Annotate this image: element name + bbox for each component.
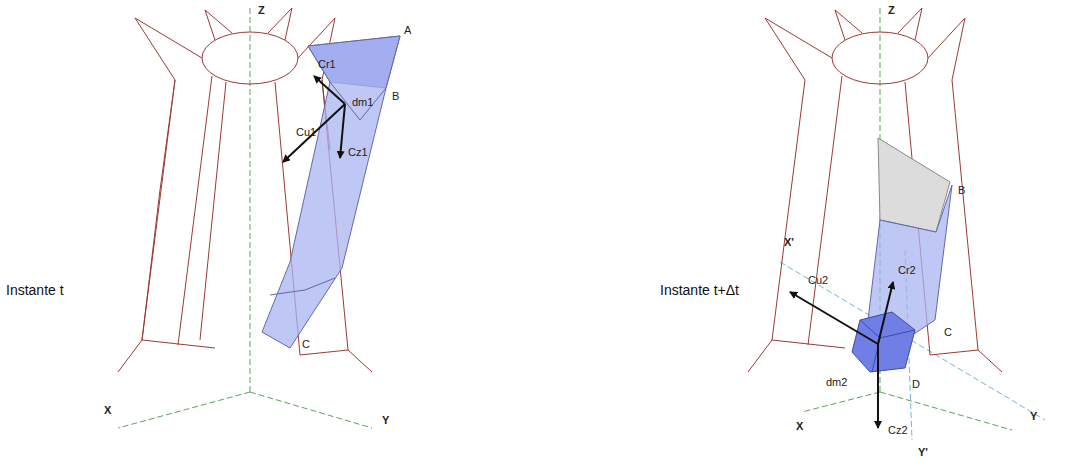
axis-or-point-label: Cz1 [348,146,368,159]
axis-or-point-label: B [958,184,965,197]
axis-or-point-label: X' [784,236,794,249]
axis-or-point-label: Z [888,4,895,17]
axis-or-point-label: Y' [918,446,928,459]
axis-or-point-label: Cz2 [888,424,908,437]
axis-or-point-label: X [104,404,111,417]
axis-or-point-label: Cu2 [808,274,828,287]
time-caption: Instante t+Δt [660,282,739,299]
axis-or-point-label: Cu1 [296,126,316,139]
axis-or-point-label: C [944,326,952,339]
axis-or-point-label: dm2 [826,376,847,389]
time-caption: Instante t [6,282,64,299]
axis-or-point-label: dm1 [352,96,373,109]
axis-or-point-label: X [796,420,803,433]
axis-or-point-label: D [912,378,920,391]
axis-or-point-label: Y [1030,410,1037,423]
axis-or-point-label: Y [382,414,389,427]
axis-or-point-label: Cr2 [898,264,916,277]
axis-or-point-label: B [392,90,399,103]
axis-or-point-label: C [302,338,310,351]
axis-or-point-label: A [404,24,411,37]
axis-or-point-label: Z [258,4,265,17]
axis-or-point-label: Cr1 [318,58,336,71]
